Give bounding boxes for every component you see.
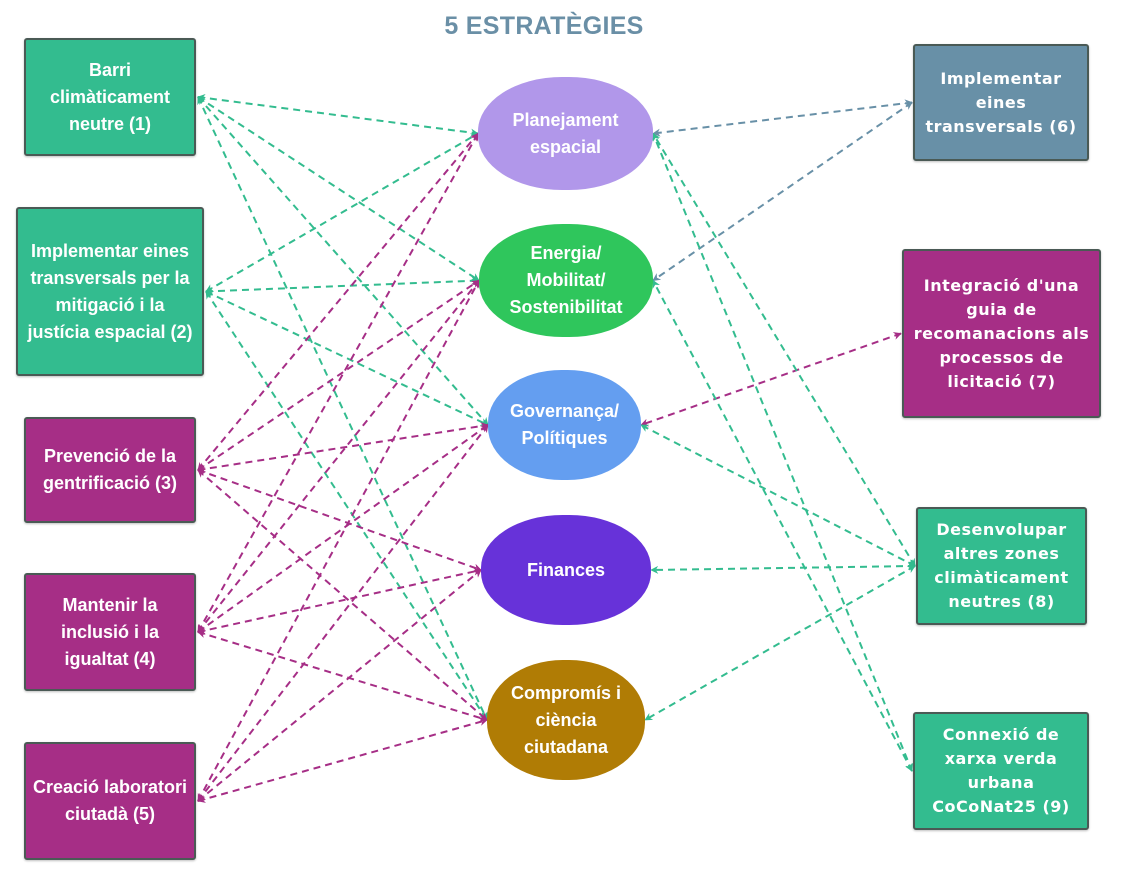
objective-o1[interactable]: Barri climàticament neutre (1) [24,38,196,156]
link-o8-fin [650,562,916,574]
link-o7-gov [640,332,902,427]
objective-label: Mantenir la inclusió i la igualtat (4) [60,594,160,669]
link-o1-plan [197,93,479,137]
strategy-label: Finances [526,559,606,580]
link-o4-plan [197,132,479,633]
link-o5-comp [197,718,488,803]
link-o2-plan [205,132,479,293]
link-o5-ener [197,279,480,802]
strategy-gov[interactable]: Governança/ Polítiques [488,370,641,480]
link-o2-gov [205,290,489,426]
link-o8-gov [640,424,916,567]
link-o3-plan [197,132,479,471]
strategy-comp[interactable]: Compromís i ciència ciutadana [487,660,645,780]
objective-o3[interactable]: Prevenció de la gentrificació (3) [24,417,196,523]
link-o3-ener [197,279,480,471]
link-o5-fin [197,569,482,802]
strategy-label: Compromís i ciència ciutadana [510,682,621,757]
diagram-title: 5 ESTRATÈGIES [444,12,644,40]
objective-label: Implementar eines transversals per la mi… [27,240,193,342]
objective-o7[interactable]: Integració d'una guia de recomanacions a… [902,249,1101,418]
objective-label: Creació laboratori ciutadà (5) [32,777,188,824]
objective-o5[interactable]: Creació laboratori ciutadà (5) [24,742,196,860]
objective-o8[interactable]: Desenvolupar altres zones climàticament … [916,507,1087,625]
strategy-plan[interactable]: Planejament espacial [478,77,653,190]
objective-o6[interactable]: Implementar eines transversals (6) [913,44,1089,161]
link-o2-ener [205,276,480,296]
strategy-fin[interactable]: Finances [481,515,651,625]
objective-o2[interactable]: Implementar eines transversals per la mi… [16,207,204,376]
objective-label: Connexió de xarxa verda urbana CoCoNat25… [932,725,1070,816]
link-o6-plan [652,99,913,137]
strategy-label: Energia/ Mobilitat/ Sostenibilitat [509,243,623,317]
objective-label: Integració d'una guia de recomanacions a… [913,275,1090,391]
link-o8-comp [644,565,916,721]
objective-o4[interactable]: Mantenir la inclusió i la igualtat (4) [24,573,196,691]
objective-label: Barri climàticament neutre (1) [49,59,171,134]
link-o4-comp [197,630,488,722]
link-o3-gov [197,422,489,473]
strategy-label: Governança/ Polítiques [509,401,620,448]
objective-label: Desenvolupar altres zones climàticament … [934,520,1069,611]
strategy-label: Planejament espacial [512,109,619,157]
objective-label: Prevenció de la gentrificació (3) [42,446,178,493]
objective-o9[interactable]: Connexió de xarxa verda urbana CoCoNat25… [913,712,1089,830]
link-o2-comp [205,290,488,721]
link-o5-gov [197,424,489,802]
objective-label: Implementar eines transversals (6) [925,68,1077,136]
link-o8-plan [652,132,916,567]
link-o9-ener [652,279,913,772]
link-o9-plan [652,132,913,772]
strategy-ener[interactable]: Energia/ Mobilitat/ Sostenibilitat [479,224,653,337]
